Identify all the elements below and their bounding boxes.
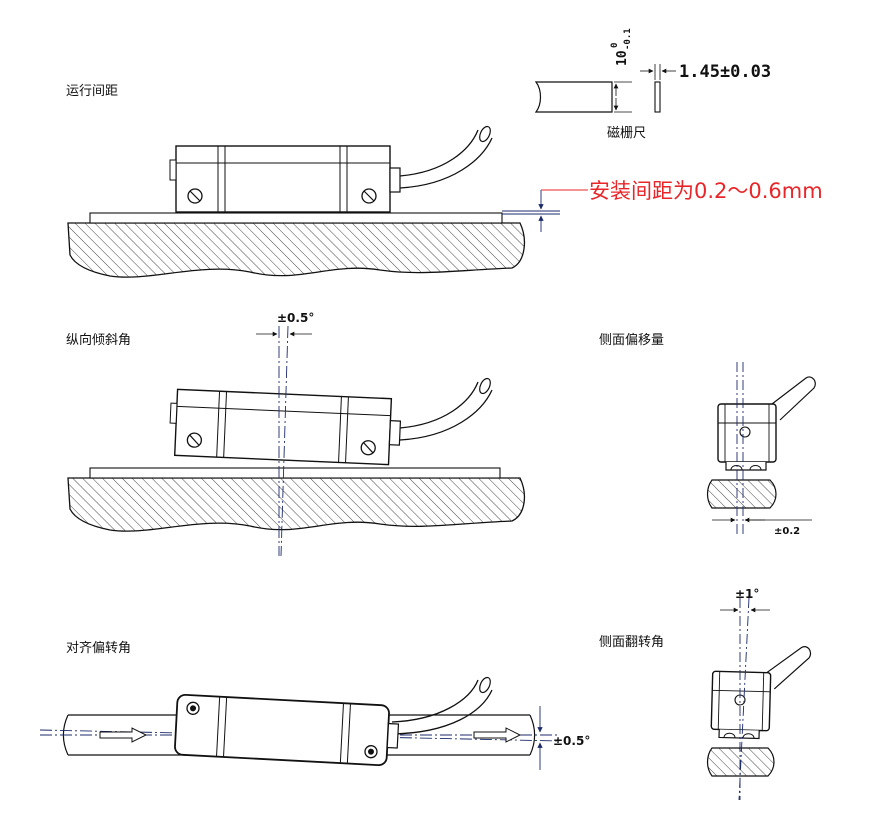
yaw-section: 对齐偏转角 ±0.5° — [39, 640, 590, 770]
side-offset-title: 侧面偏移量 — [599, 333, 664, 348]
roll-sensor — [710, 646, 812, 740]
roll-section: 侧面翻转角 ±1° — [599, 587, 812, 801]
gap-section: 运行间距 — [66, 28, 823, 278]
scale-height-main: 10 — [615, 50, 630, 66]
arrow-right-icon — [473, 727, 522, 743]
scale-thickness: 1.45±0.03 — [679, 62, 771, 82]
gap-base-block — [67, 212, 526, 278]
gap-sensor — [169, 125, 493, 213]
pitch-title: 纵向倾斜角 — [66, 332, 131, 348]
scale-label: 磁栅尺 — [607, 126, 646, 141]
arrow-right-icon — [99, 727, 148, 743]
yaw-tolerance: ±0.5° — [553, 734, 590, 748]
side-offset-section: 侧面偏移量 ±0.2 — [599, 333, 816, 537]
gap-title: 运行间距 — [66, 84, 118, 99]
pitch-magnetic-scale-strip — [89, 467, 501, 479]
roll-title: 侧面翻转角 — [599, 635, 664, 650]
gap-callout: 安装间距为0.2～0.6mm — [589, 179, 823, 203]
side-offset-sensor — [717, 376, 816, 471]
yaw-sensor — [174, 694, 400, 766]
pitch-sensor — [169, 388, 402, 466]
scale-cross-section — [534, 64, 676, 113]
pitch-tolerance: ±0.5° — [277, 311, 314, 325]
roll-tolerance: ±1° — [735, 587, 759, 601]
pitch-base-block — [67, 467, 526, 532]
gap-dimension — [502, 189, 588, 232]
screw-icon — [739, 426, 751, 438]
yaw-title: 对齐偏转角 — [66, 640, 131, 656]
scale-height-lower-tol: -0.1 — [623, 28, 633, 50]
side-offset-tolerance: ±0.2 — [774, 526, 800, 537]
scale-height-upper-tol: 0 — [610, 43, 620, 48]
gap-magnetic-scale-strip — [89, 212, 503, 224]
pitch-angle-lines — [256, 325, 312, 557]
pitch-section: 纵向倾斜角 ±0.5° — [66, 311, 526, 557]
side-offset-scale — [706, 479, 777, 509]
